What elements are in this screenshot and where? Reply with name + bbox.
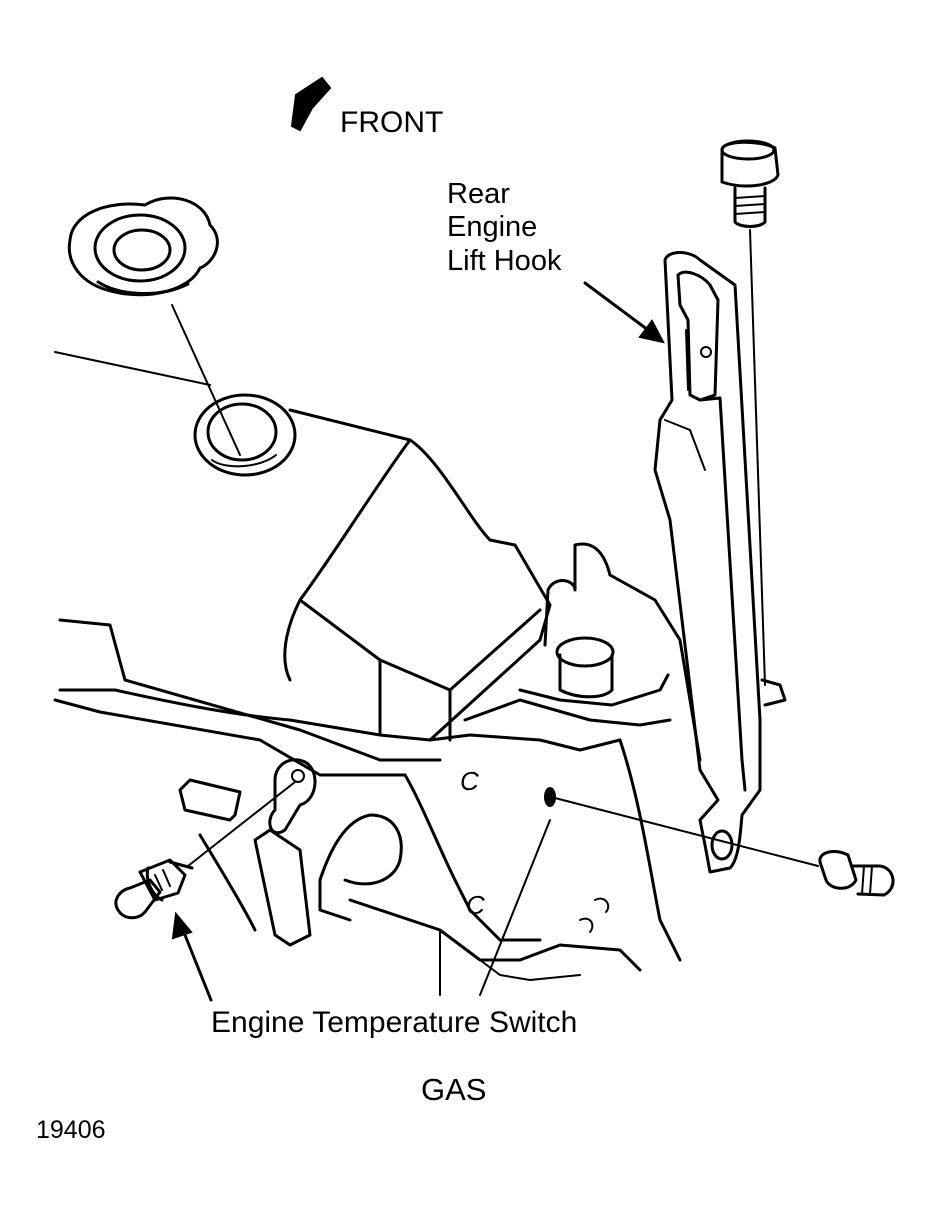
temp-switch-leader-line [187, 781, 296, 867]
front-label: FRONT [340, 106, 444, 139]
temp-switch-label: Engine Temperature Switch [211, 1006, 578, 1039]
casting-mark-lower: C [466, 890, 485, 920]
temp-switch-arrow-icon [171, 911, 213, 1002]
side-bolt-leader-line [554, 797, 819, 867]
front-direction-arrow-icon [290, 76, 332, 132]
top-bolt [720, 139, 780, 228]
bolt-hole [544, 787, 556, 807]
lift-hook-label-line2: Engine [447, 211, 538, 243]
figure-number: 19406 [36, 1116, 106, 1144]
engine-block-lower [318, 733, 682, 981]
lift-hook-label-line1: Rear [447, 178, 510, 210]
reservoir-cap [67, 196, 219, 297]
reservoir-neck [193, 393, 297, 477]
lift-hook-label-line3: Lift Hook [447, 245, 562, 277]
casting-mark-upper: C [460, 766, 479, 796]
cap-leader-line [171, 304, 241, 456]
sensor-boss [178, 758, 317, 947]
center-boss [463, 542, 702, 762]
rear-engine-lift-hook [653, 251, 787, 874]
side-bolt [818, 850, 895, 897]
lift-hook-arrow-icon [583, 281, 665, 344]
top-bolt-leader-line [749, 229, 766, 686]
casting-leader-line [479, 819, 551, 996]
engine-body [53, 351, 552, 777]
engine-temperature-switch [114, 858, 194, 920]
engine-type-label: GAS [421, 1072, 487, 1107]
